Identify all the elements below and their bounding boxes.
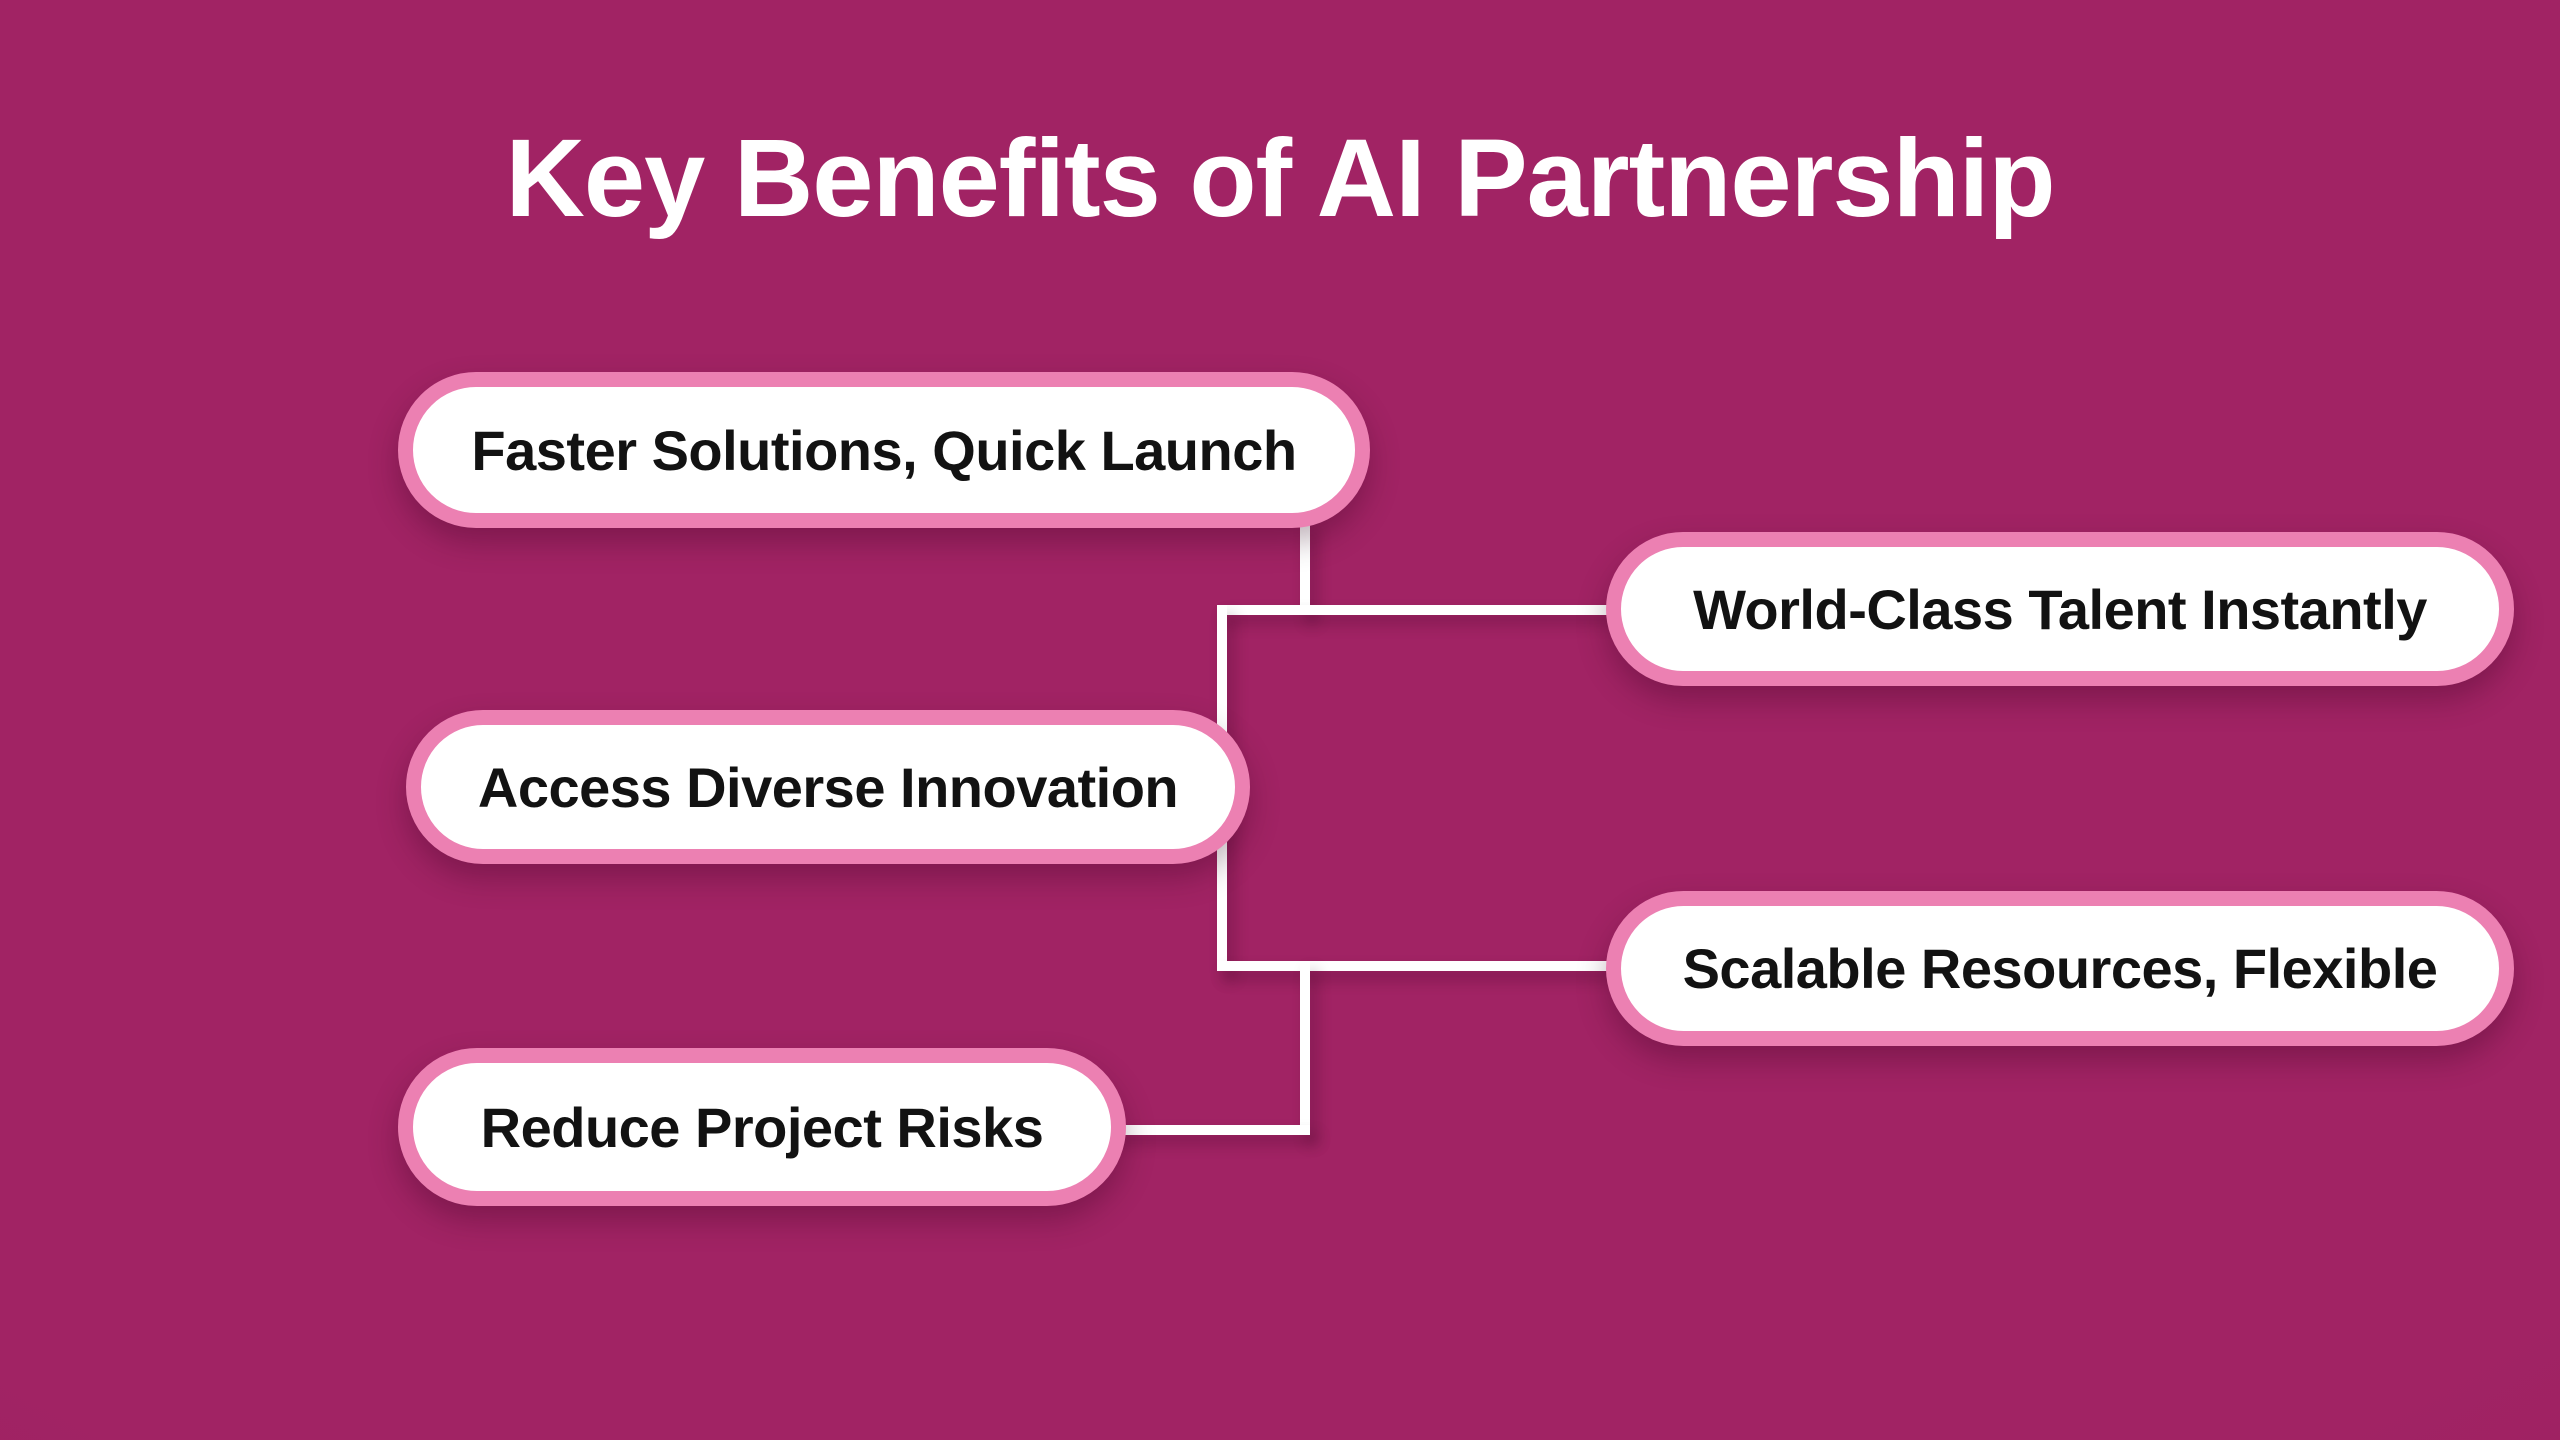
connector-rail-to-reduce-risks xyxy=(1110,1125,1310,1135)
node-label: World-Class Talent Instantly xyxy=(1693,577,2427,641)
node-label: Scalable Resources, Flexible xyxy=(1682,937,2438,1000)
node-access-diverse-innovation: Access Diverse Innovation xyxy=(406,710,1250,864)
node-world-class-talent: World-Class Talent Instantly xyxy=(1606,532,2514,686)
node-reduce-project-risks: Reduce Project Risks xyxy=(398,1048,1126,1206)
node-scalable-resources: Scalable Resources, Flexible xyxy=(1606,891,2514,1046)
node-label: Reduce Project Risks xyxy=(480,1095,1044,1159)
connector-drop-from-faster-solutions xyxy=(1300,520,1310,615)
connector-drop-to-reduce-risks xyxy=(1300,961,1310,1135)
node-label: Access Diverse Innovation xyxy=(477,755,1179,819)
connector-rail-to-world-class-talent xyxy=(1217,605,1613,615)
page-title: Key Benefits of AI Partnership xyxy=(505,117,2055,240)
node-label: Faster Solutions, Quick Launch xyxy=(471,418,1297,482)
connector-rail-to-scalable-resources xyxy=(1217,961,1613,971)
node-faster-solutions: Faster Solutions, Quick Launch xyxy=(398,372,1370,528)
